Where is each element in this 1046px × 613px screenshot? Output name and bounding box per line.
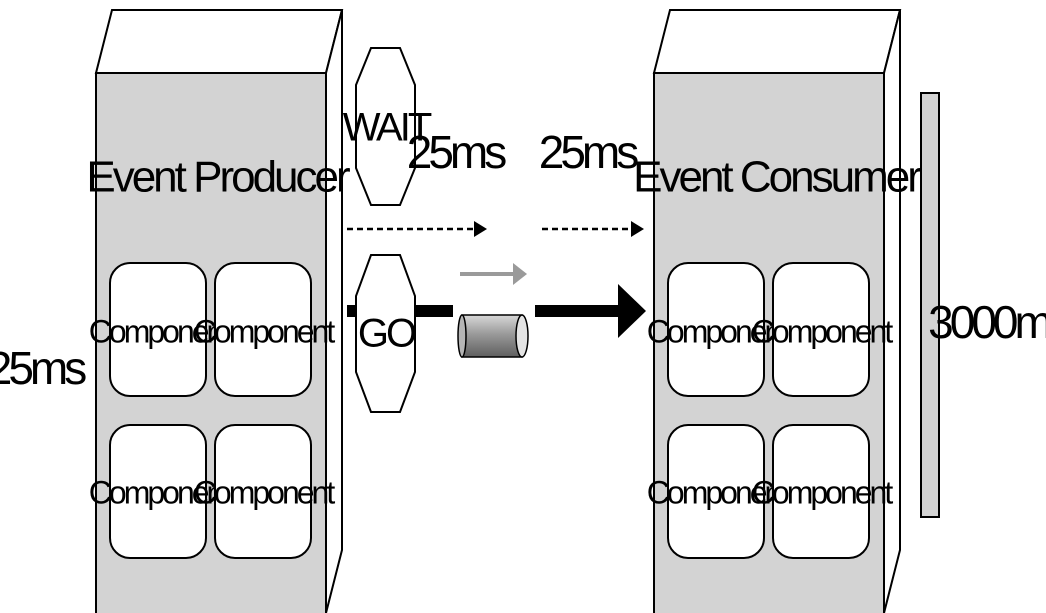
grey-arrow [460,263,527,285]
consumer-component-1: Component [647,262,791,397]
consumer-title: Event Consumer [633,153,921,202]
wait-octagon-icon [355,47,416,206]
dashed-arrow-2 [542,221,644,237]
go-sign: GO [355,254,419,413]
producer-box-top [94,9,344,74]
producer-timing-label: 25ms [0,342,86,394]
producer-box-side [325,9,343,613]
consumer-box-top [652,9,902,74]
producer-title: Event Producer [86,153,350,202]
arrowhead-icon [513,263,527,285]
producer-component-4: Component [194,424,338,559]
message-cylinder-icon [457,314,529,358]
arrowhead-icon [618,284,646,338]
producer-component-1: Component [89,262,233,397]
processing-bar [920,92,940,518]
arrowhead-icon [631,221,644,237]
consumer-component-3: Component [647,424,791,559]
producer-component-label: Component [89,474,231,510]
producer-component-label: Component [194,313,336,349]
wait-label: WAIT [343,106,432,150]
big-black-arrow [535,284,646,338]
consumer-component-label: Component [752,313,894,349]
wait-sign: WAIT [343,47,435,206]
producer-box: Event Producer Component Component Compo… [86,9,353,613]
producer-component-2: Component [194,262,338,397]
go-octagon-icon [355,254,416,413]
consumer-timing-label: 3000ms [928,296,1046,348]
consumer-component-label: Component [647,313,789,349]
consumer-component-label: Component [647,474,789,510]
producer-component-label: Component [194,474,336,510]
go-label: GO [358,312,416,356]
wait-timing-label: 25ms [407,126,506,178]
consumer-box-side [883,9,901,613]
consumer-component-2: Component [752,262,896,397]
arrowhead-icon [474,221,487,237]
transit-timing-label: 25ms [539,126,638,178]
consumer-component-4: Component [752,424,896,559]
consumer-component-label: Component [752,474,894,510]
producer-component-3: Component [89,424,233,559]
consumer-box: Event Consumer Component Component Compo… [633,9,924,613]
producer-component-label: Component [89,313,231,349]
dashed-arrow-1 [347,221,487,237]
